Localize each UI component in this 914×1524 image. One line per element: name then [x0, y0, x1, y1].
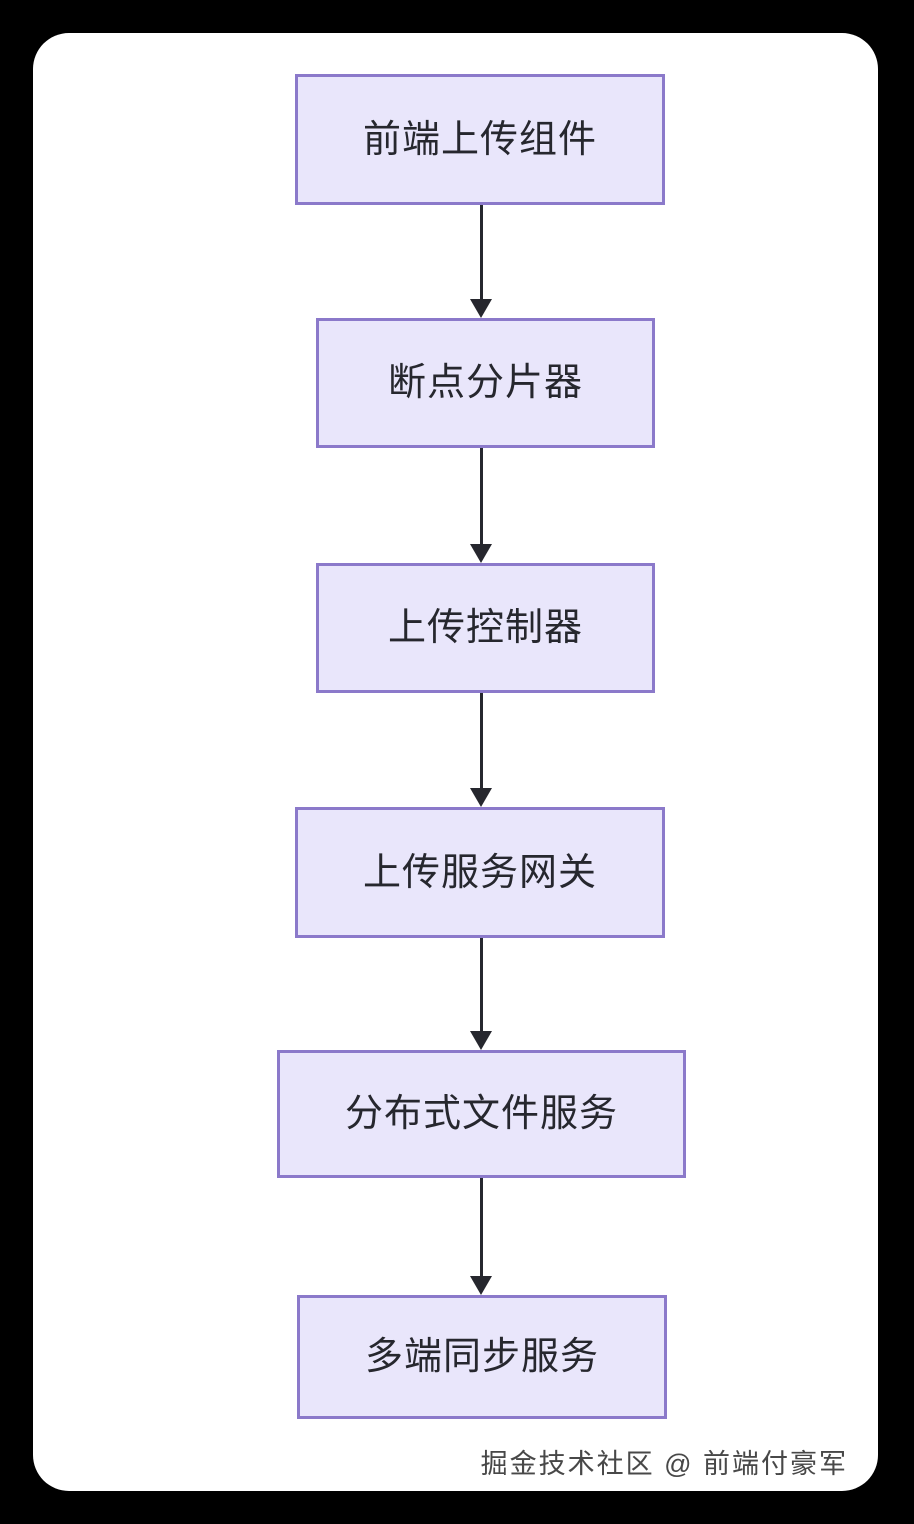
flow-node-label: 断点分片器 — [387, 362, 583, 404]
arrow-head-icon — [470, 1031, 492, 1050]
arrow-line — [480, 693, 483, 790]
flow-node-n5[interactable]: 分布式文件服务 — [277, 1050, 686, 1178]
arrow-head-icon — [470, 544, 492, 563]
flow-node-n1[interactable]: 前端上传组件 — [295, 74, 665, 205]
arrow-head-icon — [470, 788, 492, 807]
flow-node-label: 上传服务网关 — [362, 851, 597, 894]
arrow-line — [480, 938, 483, 1033]
flow-node-label: 上传控制器 — [387, 607, 583, 649]
flow-node-label: 前端上传组件 — [362, 118, 597, 161]
arrow-line — [480, 1178, 483, 1278]
watermark-text: 掘金技术社区 @ 前端付豪军 — [480, 1449, 848, 1479]
flow-node-n6[interactable]: 多端同步服务 — [297, 1295, 667, 1419]
flowchart: 前端上传组件断点分片器上传控制器上传服务网关分布式文件服务多端同步服务 — [33, 33, 878, 1491]
arrow-head-icon — [470, 299, 492, 318]
flow-node-label: 多端同步服务 — [364, 1336, 599, 1378]
arrow-head-icon — [470, 1276, 492, 1295]
flow-node-label: 分布式文件服务 — [344, 1093, 618, 1135]
flow-node-n4[interactable]: 上传服务网关 — [295, 807, 665, 938]
diagram-card: 前端上传组件断点分片器上传控制器上传服务网关分布式文件服务多端同步服务 掘金技术… — [33, 33, 878, 1491]
flow-node-n3[interactable]: 上传控制器 — [316, 563, 655, 693]
arrow-line — [480, 205, 483, 301]
arrow-line — [480, 448, 483, 546]
flow-node-n2[interactable]: 断点分片器 — [316, 318, 655, 448]
